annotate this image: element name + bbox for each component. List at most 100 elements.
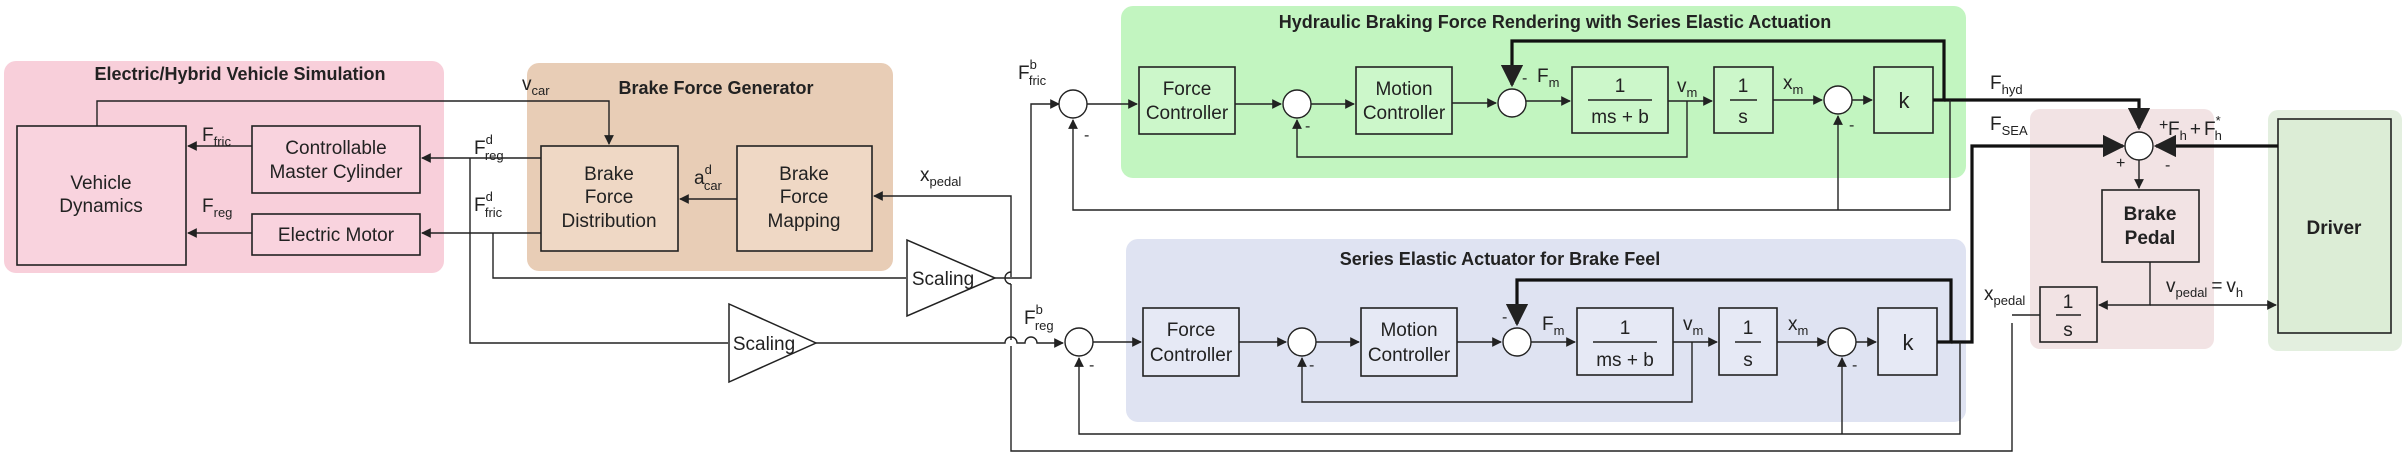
sea-spring-gain — [1877, 307, 1938, 376]
x-pedal-return-line — [1010, 323, 2013, 452]
vehicle-dynamics-label: Dynamics — [59, 196, 142, 217]
scaling-top-label: Scaling — [912, 269, 974, 290]
sea-velocity-feedback — [1297, 342, 1693, 403]
pedal-sum-plus-left: + — [2116, 155, 2125, 172]
hyd-xm-label: xm — [1783, 73, 1803, 97]
hyd-error-minus: - — [1084, 127, 1089, 144]
mapping-label: Force — [780, 187, 829, 208]
hyd-error-sum — [1058, 89, 1088, 119]
distribution-label: Distribution — [561, 211, 656, 232]
scaling-bottom-gain — [728, 302, 818, 384]
scaling-top-gain — [906, 238, 997, 318]
driver-block — [2277, 118, 2392, 334]
electric-motor-label: Electric Motor — [278, 225, 395, 246]
sea-vm-label: vm — [1683, 314, 1703, 338]
hyd-integrator-den: s — [1738, 107, 1748, 128]
mapping-label: Mapping — [768, 211, 841, 232]
x-pedal-out-label: xpedal — [1984, 284, 2025, 308]
hyd-motion-controller-label: Motion — [1375, 79, 1432, 100]
sea-force-sum — [1502, 327, 1532, 357]
ev-simulation-title: Electric/Hybrid Vehicle Simulation — [94, 64, 385, 84]
hyd-fm-label: Fm — [1537, 66, 1559, 90]
f-hyd-label: Fhyd — [1990, 73, 2023, 97]
sea-spring-sum — [1827, 327, 1857, 357]
sea-brake-feel-region — [1126, 239, 1966, 422]
f-fric-d-branch — [492, 233, 906, 279]
sea-velocity-sum — [1287, 327, 1317, 357]
hyd-spring-label: k — [1899, 88, 1911, 113]
hyd-force-feedback — [1068, 100, 1951, 211]
sea-error-sum — [1064, 327, 1094, 357]
distribution-label: Force — [585, 187, 634, 208]
brake-pedal-label: Brake — [2124, 204, 2177, 225]
hyd-vm-label: vm — [1677, 76, 1697, 100]
sea-fm-label: Fm — [1542, 314, 1564, 338]
hyd-force-minus: - — [1522, 70, 1527, 87]
f-sea-line — [1951, 134, 2126, 344]
hyd-plant-num: 1 — [1615, 76, 1626, 97]
brake-pedal-block — [2101, 189, 2200, 263]
sea-error-minus: - — [1089, 357, 1094, 374]
pedal-sum-minus: - — [2165, 157, 2170, 174]
sea-force-controller-label: Controller — [1150, 345, 1233, 366]
hyd-integrator-num: 1 — [1738, 76, 1749, 97]
brake-force-generator-title: Brake Force Generator — [618, 78, 813, 98]
pedal-integrator-num: 1 — [2063, 292, 2074, 313]
brake-force-distribution-block — [540, 145, 679, 252]
x-pedal-hop — [1004, 271, 1012, 285]
hyd-velocity-minus: - — [1305, 118, 1310, 135]
scaling-bottom-label: Scaling — [733, 334, 795, 355]
f-sea-label: FSEA — [1990, 114, 2028, 138]
hyd-force-controller — [1138, 66, 1236, 135]
hyd-spring-output — [1500, 39, 1946, 102]
sea-spring-label: k — [1903, 330, 1915, 355]
hyd-force-controller-label: Controller — [1146, 103, 1229, 124]
hyd-motion-controller-label: Controller — [1363, 103, 1446, 124]
master-cylinder-block — [251, 125, 421, 194]
f-reg-d-branch — [469, 158, 728, 344]
sea-motion-controller-label: Controller — [1368, 345, 1451, 366]
f-reg-b-line — [816, 336, 1064, 348]
pedal-force-sum — [2124, 131, 2154, 161]
master-cylinder-label: Controllable — [285, 138, 386, 159]
sea-force-minus: - — [1502, 309, 1507, 326]
sea-motion-controller-label: Motion — [1380, 320, 1437, 341]
f-reg-label: Freg — [202, 196, 232, 220]
hyd-spring-minus: - — [1849, 117, 1854, 134]
sea-force-controller-label: Force — [1167, 320, 1216, 341]
sea-integrator-num: 1 — [1743, 318, 1754, 339]
hyd-force-controller-label: Force — [1163, 79, 1212, 100]
sea-motion-controller — [1360, 307, 1458, 377]
sea-force-feedback — [1074, 342, 1961, 435]
x-pedal-input-label: xpedal — [920, 165, 961, 189]
hyd-spring-gain — [1873, 66, 1934, 134]
sea-integrator-den: s — [1743, 350, 1753, 371]
driver-label: Driver — [2307, 218, 2363, 239]
hyd-spring-sum — [1823, 85, 1853, 115]
pedal-sum-plus-top: + — [2159, 117, 2168, 134]
f-fric-b-line — [995, 99, 1060, 279]
hyd-motion-controller — [1355, 66, 1453, 135]
hyd-velocity-sum — [1282, 89, 1312, 119]
vehicle-dynamics-label: Vehicle — [70, 173, 131, 194]
v-car-label: vcar — [522, 74, 550, 98]
sea-velocity-minus: - — [1309, 357, 1314, 374]
vehicle-dynamics-block — [16, 125, 187, 266]
hyd-force-sum — [1497, 88, 1527, 118]
hydraulic-rendering-title: Hydraulic Braking Force Rendering with S… — [1279, 12, 1831, 32]
master-cylinder-label: Master Cylinder — [269, 162, 403, 183]
sea-spring-minus: - — [1852, 357, 1857, 374]
brake-pedal-label: Pedal — [2125, 228, 2176, 249]
hyd-velocity-feedback — [1292, 101, 1688, 158]
sea-spring-output — [1505, 278, 1953, 344]
mapping-label: Brake — [779, 164, 829, 185]
v-car-line — [96, 100, 614, 145]
distribution-label: Brake — [584, 164, 634, 185]
pedal-velocity-label: vpedal=vh — [2166, 276, 2243, 300]
x-pedal-input-line — [873, 191, 1012, 277]
hyd-plant-den: ms + b — [1591, 107, 1649, 128]
